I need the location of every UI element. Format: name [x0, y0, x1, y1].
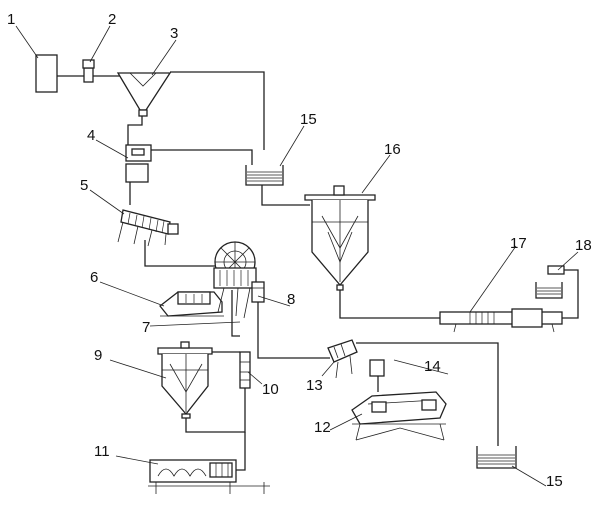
label-7: 7: [142, 319, 150, 336]
equipment-8-cyclone: [251, 281, 265, 303]
label-12: 12: [314, 419, 331, 436]
label-5: 5: [80, 177, 88, 194]
equipment-4-feeder: [125, 144, 152, 183]
equipment-18-tank: [535, 265, 565, 299]
equipment-3-hopper: [116, 72, 172, 117]
label-8: 8: [287, 291, 295, 308]
equipment-9-thickener: [157, 341, 213, 419]
equipment-11-filter-press: [148, 459, 270, 494]
label-11: 11: [94, 443, 110, 460]
equipment-dewatering-wheel: [213, 241, 257, 319]
equipment-5-classifier: [117, 209, 179, 247]
equipment-17-belt-filter: [439, 308, 563, 333]
pipe-16-17: [339, 290, 440, 319]
label-18: 18: [575, 237, 592, 254]
number-labels: 1 2 3 4 5 15 16 6 7 8 9 10 11 13 14 12 1…: [7, 11, 592, 490]
label-1: 1: [7, 11, 15, 28]
pipe-10-11: [236, 432, 246, 471]
label-15-upper: 15: [300, 111, 317, 128]
label-6: 6: [90, 269, 98, 286]
label-3: 3: [170, 25, 178, 42]
label-16: 16: [384, 141, 401, 158]
pipe-3-15: [170, 71, 265, 150]
equipment-10-pump: [239, 351, 251, 389]
pipe-6-7: [231, 290, 240, 337]
pipe-3-4: [127, 112, 143, 145]
label-4: 4: [87, 127, 95, 144]
label-13: 13: [306, 377, 323, 394]
pipe-4-15: [150, 149, 253, 165]
label-9: 9: [94, 347, 102, 364]
equipment-13-hydrocyclone: [327, 339, 385, 379]
equipment-15-lower-tank: [476, 446, 517, 469]
pipe-17-18: [562, 269, 579, 319]
pipe-9-10: [185, 388, 246, 433]
equipment-16-thickener: [304, 185, 376, 291]
pipe-13-15: [356, 342, 499, 446]
label-17: 17: [510, 235, 527, 252]
label-2: 2: [108, 11, 116, 28]
equipment-15-upper-tank: [245, 165, 284, 186]
label-10: 10: [262, 381, 279, 398]
pipe-8-13: [257, 302, 330, 359]
pipe-network: [57, 71, 579, 471]
equipment-2-valve: [82, 59, 95, 83]
label-15-lower: 15: [546, 473, 563, 490]
leader-lines: [15, 25, 579, 487]
label-14: 14: [424, 358, 441, 375]
pipe-5-6: [144, 240, 218, 267]
pipe-15-16: [261, 185, 310, 206]
equipment-6-crusher: [159, 291, 224, 317]
equipment-1-tank: [35, 54, 58, 93]
equipment-12-vibrating-screen: [351, 391, 447, 441]
